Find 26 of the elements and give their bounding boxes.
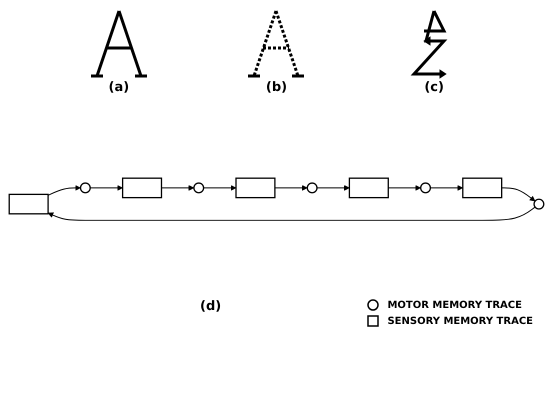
legend-text: MOTOR MEMORY TRACE — [387, 300, 522, 310]
arrow — [274, 184, 308, 190]
node-box — [462, 177, 502, 198]
arrow — [203, 184, 236, 190]
node-circle — [533, 198, 544, 210]
arrow — [316, 184, 350, 190]
legend-text: SENSORY MEMORY TRACE — [387, 316, 533, 326]
node-circle — [80, 182, 91, 194]
panel-label: (c) — [424, 80, 444, 95]
arrow — [430, 184, 464, 190]
panel-label: (a) — [108, 80, 130, 95]
arrow — [388, 184, 421, 190]
node-circle — [193, 182, 204, 194]
node-box — [122, 177, 162, 198]
arrow — [48, 184, 81, 196]
node-box — [235, 177, 276, 198]
node-box — [348, 177, 389, 198]
node-circle — [306, 182, 318, 194]
arrow — [48, 206, 536, 221]
node-box — [8, 193, 49, 214]
arrow — [501, 187, 536, 202]
arrow — [161, 184, 194, 190]
node-circle — [420, 182, 432, 194]
panel-label: (d) — [200, 299, 222, 314]
arrow — [90, 184, 123, 190]
panel-label: (b) — [266, 80, 288, 95]
